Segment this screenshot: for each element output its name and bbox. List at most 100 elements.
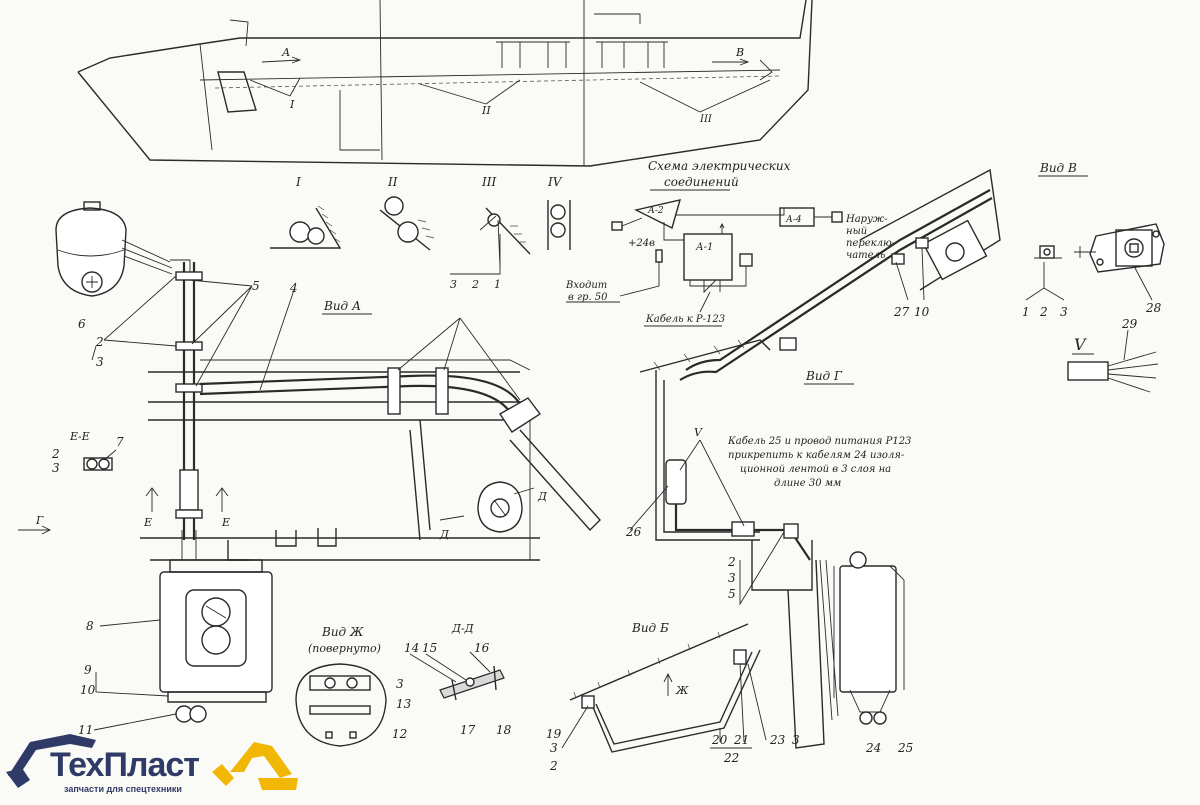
note-line-4: длине 30 мм <box>774 478 841 489</box>
callout-3-detail: 3 <box>450 278 457 291</box>
note-line-2: прикрепить к кабелям 24 изоля- <box>728 450 905 461</box>
arrow-a-label: А <box>281 46 290 59</box>
callout-23: 23 <box>769 733 786 747</box>
arrow-e-right: Е <box>221 516 230 529</box>
schema-title-2: соединений <box>664 175 739 189</box>
callout-3-b: 3 <box>550 741 558 755</box>
callout-27: 27 <box>893 305 910 319</box>
callout-5-left: 5 <box>252 279 260 293</box>
arrow-d-upper: Д <box>537 490 548 503</box>
callout-2-ee: 2 <box>51 447 60 461</box>
callout-3-g2: 3 <box>728 571 736 585</box>
electrical-schema: Схема электрических соединений А-2 А-4 Н… <box>565 159 896 327</box>
view-g-label: Вид Г <box>805 369 843 383</box>
block-a4: А-4 <box>785 215 802 225</box>
block-a2: А-2 <box>647 206 664 216</box>
detail-label-4: IV <box>547 175 563 189</box>
section-ee-label: Е-Е <box>69 430 90 443</box>
callout-3-left: 3 <box>96 355 104 369</box>
excavator-icon <box>6 734 298 790</box>
callout-3-v: 3 <box>1060 305 1068 319</box>
callout-4: 4 <box>289 281 298 295</box>
callout-12: 12 <box>392 727 407 741</box>
callout-numbers: 6 5 4 2 3 2 3 7 8 9 10 11 12 3 13 14 15 … <box>51 279 1162 773</box>
detail-views: I II III IV 3 2 1 <box>270 175 571 291</box>
callout-11: 11 <box>78 723 93 737</box>
callout-25: 25 <box>897 741 913 755</box>
callout-3-dd: 3 <box>396 677 404 691</box>
callout-1-v: 1 <box>1022 305 1030 319</box>
logo-brand-text: ТехПласт <box>50 746 200 784</box>
view-a-label: Вид А <box>323 299 361 313</box>
view-b-label: Вид Б <box>631 621 669 635</box>
callout-28: 28 <box>1145 301 1162 315</box>
arrow-g-label: Г <box>35 514 44 527</box>
callout-3-ee: 3 <box>52 461 60 475</box>
hull-detail-1: I <box>289 98 295 111</box>
view-zh-and-dd: Вид Ж (повернуто) Д-Д <box>295 622 505 747</box>
callout-8: 8 <box>86 619 94 633</box>
view-v-and-detail: Вид В V <box>1025 161 1165 393</box>
view-zh-label-1: Вид Ж <box>321 625 364 639</box>
callout-26: 26 <box>625 525 642 539</box>
callout-19: 19 <box>546 727 562 741</box>
callout-21: 21 <box>733 733 749 747</box>
callout-14: 14 <box>404 641 419 655</box>
view-v-label: Вид В <box>1039 161 1077 175</box>
callout-1-detail: 1 <box>494 278 501 291</box>
left-assembly: Д Д Е-Е Е Е Г Вид А <box>18 201 601 731</box>
voltage-label: +24в <box>628 238 655 249</box>
callout-2-v: 2 <box>1039 305 1048 319</box>
schema-title-1: Схема электрических <box>648 159 791 173</box>
callout-18: 18 <box>496 723 512 737</box>
note-line-1: Кабель 25 и провод питания Р123 <box>727 436 911 447</box>
hull-detail-3: III <box>699 114 713 125</box>
outer-switch-1: Наруж- <box>845 214 888 225</box>
hull-side-view: А В I II III <box>77 0 813 167</box>
detail-label-1: I <box>295 175 301 189</box>
arrow-v-label: В <box>735 46 744 59</box>
input-label-2: в гр. 50 <box>568 292 608 303</box>
outer-switch-3: переклю- <box>846 238 896 249</box>
callout-2-left: 2 <box>95 335 104 349</box>
callout-10-g: 10 <box>914 305 930 319</box>
callout-22: 22 <box>723 751 739 765</box>
detail-v-label: V <box>1074 335 1087 354</box>
logo-tagline: запчасти для спецтехники <box>64 784 182 794</box>
detail-label-2: II <box>387 175 398 189</box>
callout-16: 16 <box>474 641 490 655</box>
arrow-e-left: Е <box>143 516 152 529</box>
arrow-zh-label: Ж <box>675 684 689 697</box>
view-zh-label-2: (повернуто) <box>308 642 381 655</box>
outer-switch-2: ный <box>846 226 867 237</box>
callout-29: 29 <box>1121 317 1138 331</box>
detail-v-callout: V <box>694 426 703 439</box>
callout-2-b: 2 <box>549 759 558 773</box>
hull-detail-2: II <box>481 104 491 117</box>
arrow-d-lower: Д <box>439 528 450 541</box>
detail-label-3: III <box>481 175 496 189</box>
callout-5-g: 5 <box>728 587 736 601</box>
callout-10-left: 10 <box>80 683 96 697</box>
cable-label: Кабель к Р-123 <box>645 314 725 325</box>
callout-15: 15 <box>422 641 437 655</box>
view-b: Вид Б Ж <box>561 621 767 753</box>
note-line-3: ционной лентой в 3 слоя на <box>740 464 891 475</box>
outer-switch-4: чатель <box>846 250 885 261</box>
company-logo: ТехПласт запчасти для спецтехники <box>0 728 300 801</box>
callout-17: 17 <box>460 723 476 737</box>
callout-24: 24 <box>865 741 881 755</box>
callout-2-detail: 2 <box>471 278 479 291</box>
input-label-1: Входит <box>565 280 607 291</box>
view-g: Вид Г V Кабель 25 и провод питания Р123 … <box>629 168 1001 749</box>
callout-2-g: 2 <box>727 555 736 569</box>
callout-20: 20 <box>711 733 728 747</box>
callout-7: 7 <box>116 435 124 449</box>
callout-9: 9 <box>84 663 92 677</box>
callout-13: 13 <box>396 697 412 711</box>
section-dd-label: Д-Д <box>451 622 475 635</box>
callout-6: 6 <box>78 317 86 331</box>
callout-3-g: 3 <box>792 733 800 747</box>
